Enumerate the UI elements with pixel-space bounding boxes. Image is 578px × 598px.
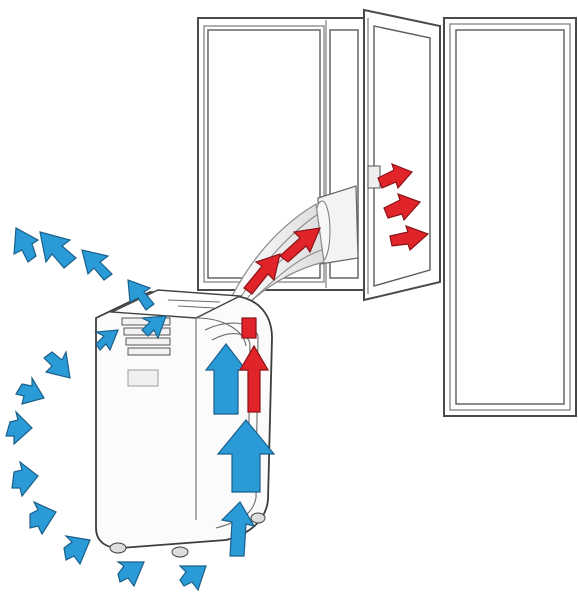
wheel-back (251, 513, 265, 523)
arrow-loop-4 (12, 462, 38, 496)
arrow-loop-6 (64, 536, 90, 564)
wheel-front-right (172, 547, 188, 557)
ac-brand-label (128, 370, 158, 386)
arrow-loop-7 (118, 562, 144, 586)
hot-arrow-top (242, 318, 256, 338)
arrow-loop-5 (30, 502, 56, 534)
arrow-out-1 (40, 232, 76, 268)
arrow-loop-2 (16, 378, 44, 404)
arrow-loop-1 (44, 352, 70, 378)
arrow-out-4 (14, 228, 38, 262)
window-handle (368, 166, 380, 188)
wheel-front-left (110, 543, 126, 553)
balcony-door-pane (456, 30, 564, 404)
arrow-loop-8 (180, 566, 206, 590)
arrow-loop-3 (6, 412, 32, 444)
arrow-out-2 (82, 250, 112, 280)
